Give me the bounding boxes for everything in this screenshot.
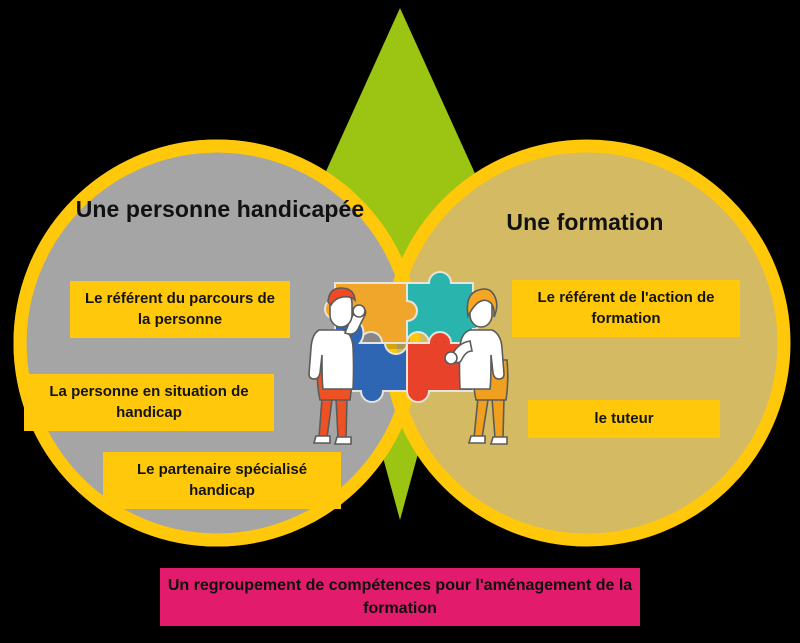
chip-partenaire-specialise[interactable]: Le partenaire spécialisé handicap (103, 452, 341, 509)
right-circle-title: Une formation (506, 209, 664, 235)
person-right-icon (444, 288, 509, 445)
person-left-icon (308, 287, 367, 445)
chip-tuteur[interactable]: le tuteur (528, 400, 720, 438)
chip-referent-action-formation[interactable]: Le référent de l'action de formation (512, 280, 740, 337)
chip-referent-parcours[interactable]: Le référent du parcours de la personne (70, 281, 290, 338)
chip-personne-situation-handicap[interactable]: La personne en situation de handicap (24, 374, 274, 431)
left-circle-title: Une personne handicapée (75, 196, 365, 222)
bottom-banner: Un regroupement de compétences pour l'am… (160, 568, 640, 626)
